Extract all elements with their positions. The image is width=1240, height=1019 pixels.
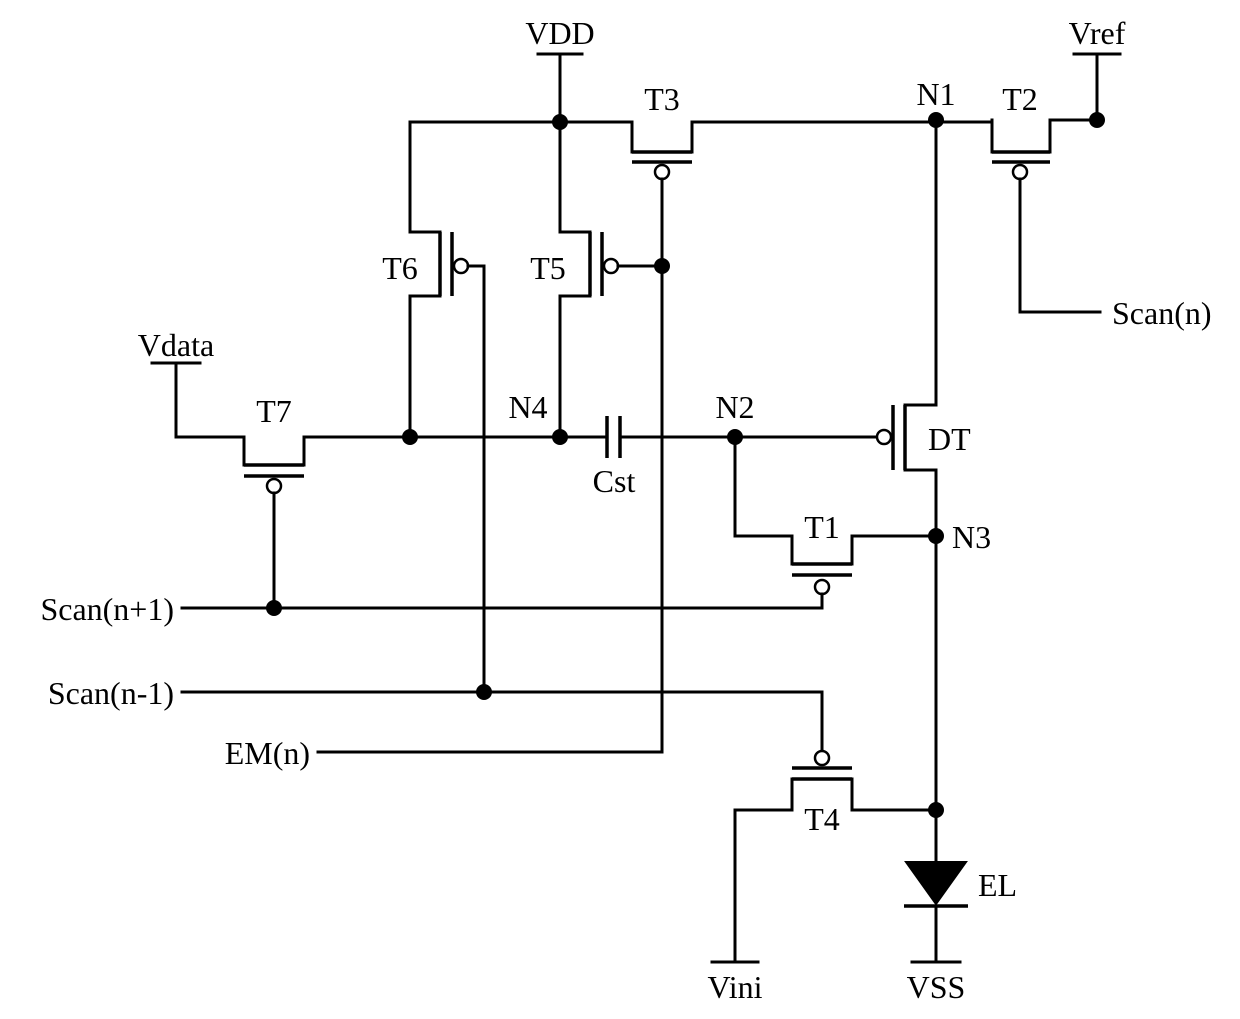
em-n-label: EM(n) xyxy=(225,735,310,771)
vdata-rail xyxy=(152,363,200,437)
vref-label: Vref xyxy=(1069,15,1126,51)
scan-n-minus-1-label: Scan(n-1) xyxy=(48,675,174,711)
scan-n-label: Scan(n) xyxy=(1112,295,1212,331)
n4-label: N4 xyxy=(508,389,547,425)
vref-rail xyxy=(1074,54,1120,120)
t4-label: T4 xyxy=(804,801,840,837)
t6-label: T6 xyxy=(382,250,418,286)
el-label: EL xyxy=(978,867,1017,903)
vini-label: Vini xyxy=(708,969,763,1005)
vdd-rail xyxy=(538,54,582,122)
t7-label: T7 xyxy=(256,393,292,429)
n2-label: N2 xyxy=(715,389,754,425)
t7-and-middle-wire xyxy=(176,437,604,608)
n1-label: N1 xyxy=(916,76,955,112)
cst-label: Cst xyxy=(593,463,636,499)
transistor-dt xyxy=(877,405,936,862)
t1-label: T1 xyxy=(804,509,840,545)
top-wire xyxy=(410,120,1097,122)
transistor-t2 xyxy=(992,120,1100,312)
junction-dots xyxy=(266,112,1105,818)
t3-label: T3 xyxy=(644,81,680,117)
transistor-t4 xyxy=(735,751,936,962)
transistor-t5 xyxy=(560,122,662,437)
dt-label: DT xyxy=(928,421,971,457)
vss-label: VSS xyxy=(907,969,966,1005)
t2-label: T2 xyxy=(1002,81,1038,117)
vdata-label: Vdata xyxy=(138,327,214,363)
diode-el xyxy=(904,862,968,962)
t5-label: T5 xyxy=(530,250,566,286)
vdd-label: VDD xyxy=(525,15,594,51)
scan-n-plus-1-label: Scan(n+1) xyxy=(40,591,174,627)
n3-label: N3 xyxy=(952,519,991,555)
